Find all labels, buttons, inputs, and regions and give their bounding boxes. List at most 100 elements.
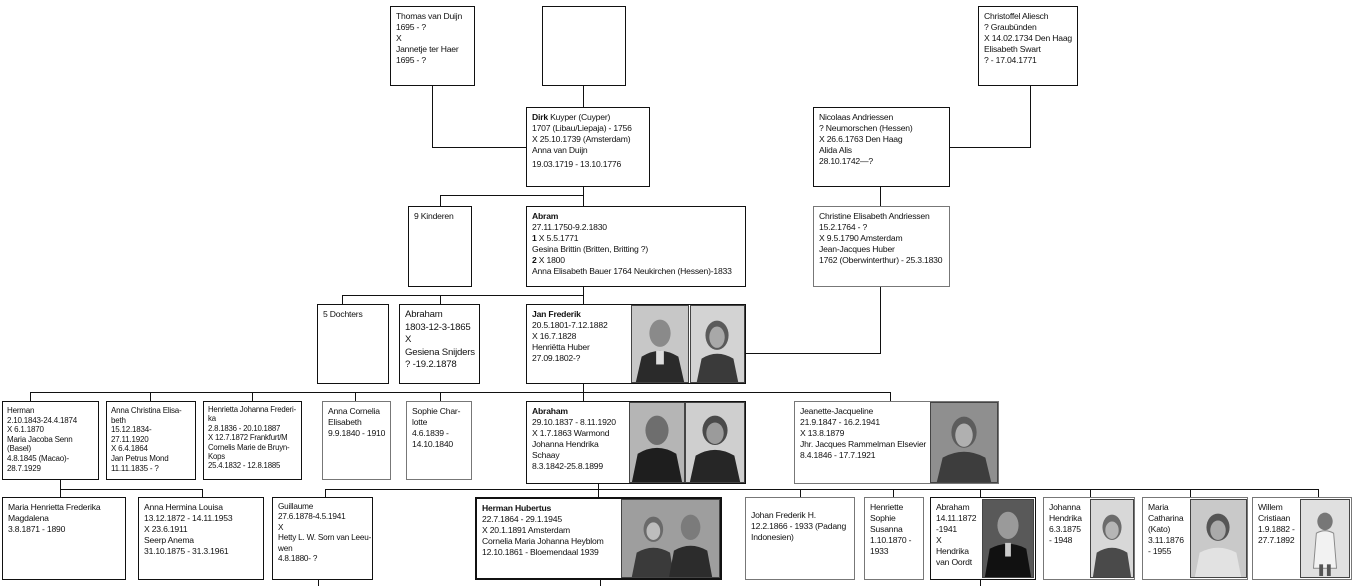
connector	[598, 484, 599, 489]
person-line: Willem	[1258, 502, 1283, 512]
person-line: X 25.10.1739 (Amsterdam)	[532, 134, 631, 144]
person-line: Anna Elisabeth Bauer 1764 Neukirchen (He…	[532, 266, 732, 276]
person-line: Schaay	[532, 450, 560, 460]
connector	[440, 195, 584, 196]
person-surname: Kuyper (Cuyper)	[547, 112, 611, 122]
person-line: 4.6.1839 -	[412, 428, 449, 438]
connector	[325, 489, 1319, 490]
person-line: X 23.6.1911	[144, 524, 188, 534]
person-line: Hetty L. W. Sorn van Leeu-	[278, 533, 372, 543]
person-line: 14.11.1872	[936, 513, 977, 523]
person-line: Jannetje ter Haer	[396, 44, 459, 54]
person-line: 1695 - ?	[396, 22, 426, 32]
connector	[583, 392, 584, 401]
person-name: Jan Frederik	[532, 309, 581, 319]
person-line: 2.10.1843-24.4.1874	[7, 415, 78, 425]
person-nicolaas-andriessen: Nicolaas Andriessen ? Neumorschen (Hesse…	[813, 107, 950, 187]
person-line: Hendrika	[1049, 513, 1082, 523]
connector	[893, 489, 894, 497]
person-henrietta-johanna-frederika: Henrietta Johanna Frederi- ka 2.8.1836 -…	[203, 401, 302, 480]
person-line: 21.9.1847 - 16.2.1941	[800, 417, 880, 427]
person-line: 5 Dochters	[323, 309, 363, 319]
person-line: 27.11.1920	[111, 434, 149, 444]
person-line: X	[396, 33, 402, 43]
connector	[432, 147, 526, 148]
person-line: Elisabeth Swart	[984, 44, 1041, 54]
connector	[583, 86, 584, 107]
person-abraham-1803: Abraham 1803-12-3-1865 X Gesiena Snijder…	[399, 304, 480, 384]
connector	[890, 392, 891, 401]
person-line: Hendrika	[936, 546, 969, 556]
connector	[583, 287, 584, 295]
person-line: 27.09.1802-?	[532, 353, 581, 363]
connector	[342, 295, 343, 304]
person-line: Abraham	[405, 309, 443, 320]
person-henriette-sophie-susanna: Henriette Sophie Susanna 1.10.1870 - 193…	[864, 497, 924, 580]
person-maria-henrietta-frederika: Maria Henrietta Frederika Magdalena 3.8.…	[2, 497, 126, 580]
connector	[1090, 489, 1091, 497]
person-name: Dirk Kuyper (Cuyper)	[532, 112, 644, 123]
person-line: 13.12.1872 - 14.11.1953	[144, 513, 233, 523]
person-line: Cornelis Marie de Bruyn-	[208, 442, 290, 452]
connector	[598, 489, 599, 497]
person-line: 27.7.1892	[1258, 535, 1295, 545]
person-line: ? Graubünden	[984, 22, 1037, 32]
person-line: Henriëtta Huber	[532, 342, 590, 352]
person-line: 27.11.1750-9.2.1830	[532, 222, 607, 232]
person-thomas-van-duijn: Thomas van Duijn 1695 - ? X Jannetje ter…	[390, 6, 475, 86]
person-line: 1.9.1882 -	[1258, 524, 1295, 534]
person-line: X 9.5.1790 Amsterdam	[819, 233, 903, 243]
person-herman-1843: Herman 2.10.1843-24.4.1874 X 6.1.1870 Ma…	[2, 401, 99, 480]
person-line: 6.3.1875	[1049, 524, 1081, 534]
person-line: X 16.7.1828	[532, 331, 577, 341]
connector	[60, 489, 61, 497]
portrait-photo-child	[1300, 499, 1350, 578]
person-line: Abraham	[936, 502, 970, 512]
connector	[880, 287, 881, 354]
person-line: Thomas van Duijn	[396, 11, 463, 21]
portrait-photo-woman	[1090, 499, 1134, 578]
person-line: Henriette	[870, 502, 904, 512]
person-line: X 14.02.1734 Den Haag	[984, 33, 1073, 43]
connector	[583, 187, 584, 195]
person-line: X 6.4.1864	[111, 444, 148, 454]
person-line: Johan Frederik H.	[751, 510, 816, 520]
person-line: 29.10.1837 - 8.11.1920	[532, 417, 616, 427]
person-line: Anna Cornelia	[328, 406, 380, 416]
person-line: Christoffel Aliesch	[984, 11, 1049, 21]
person-name: Herman Hubertus	[482, 503, 552, 513]
person-line: wen	[278, 543, 293, 553]
person-line: Maria Henrietta Frederika	[8, 502, 101, 512]
person-line: 12.2.1866 - 1933 (Padang	[751, 521, 847, 531]
connector	[325, 489, 326, 497]
person-9-kinderen: 9 Kinderen	[408, 206, 472, 287]
connector	[440, 195, 441, 206]
person-name: Abram	[532, 211, 559, 221]
connector	[60, 489, 203, 490]
person-line: -1941	[936, 524, 957, 534]
connector	[432, 86, 433, 148]
person-line: X 12.7.1872 Frankfurt/M	[208, 433, 288, 443]
connector	[30, 392, 31, 401]
portrait-photo-woman	[685, 402, 745, 483]
portrait-photo-woman	[930, 402, 998, 483]
person-line: lotte	[412, 417, 428, 427]
portrait-photo-couple	[621, 499, 720, 578]
person-line: Magdalena	[8, 513, 49, 523]
person-line: 3.8.1871 - 1890	[8, 524, 66, 534]
person-line: X	[936, 535, 942, 545]
person-line: 1762 (Oberwinterthur) - 25.3.1830	[819, 255, 943, 265]
connector	[880, 187, 881, 206]
person-guillaume: Guillaume 27.6.1878-4.5.1941 X Hetty L. …	[272, 497, 373, 580]
person-line: 9.9.1840 - 1910	[328, 428, 386, 438]
person-line: X 6.1.1870	[7, 425, 44, 435]
person-line: 19.03.1719 - 13.10.1776	[532, 159, 622, 169]
portrait-photo-man	[982, 499, 1034, 578]
person-line: 4.8.1845 (Macao)-	[7, 453, 69, 463]
person-line: 2 X 1800	[532, 255, 565, 265]
person-line: Maria	[1148, 502, 1169, 512]
person-line: Jean-Jacques Huber	[819, 244, 895, 254]
person-line: 8.4.1846 - 17.7.1921	[800, 450, 876, 460]
person-anna-hermina-louisa: Anna Hermina Louisa 13.12.1872 - 14.11.1…	[138, 497, 264, 580]
person-line: 25.4.1832 - 12.8.1885	[208, 461, 281, 471]
